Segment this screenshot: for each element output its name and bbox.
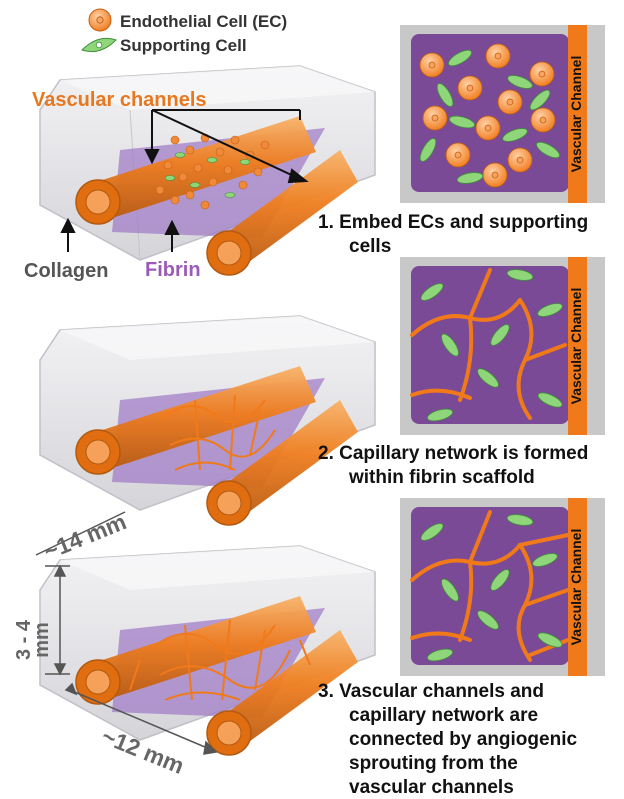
step-2-panel: Vascular Channel <box>400 257 605 435</box>
vascular-channel-tube-left <box>75 366 316 475</box>
supporting-legend-label: Supporting Cell <box>120 36 247 55</box>
step-2-line-1: 2. Capillary network is formed <box>318 443 588 464</box>
supporting-cells-panel-3 <box>420 514 563 662</box>
step-3-line-2: capillary network are <box>349 705 538 726</box>
supporting-cell-icon <box>81 37 117 53</box>
step-1-line-2: cells <box>349 236 391 257</box>
vascular-channel-tube-right <box>206 400 358 526</box>
endothelial-cells-panel-1 <box>419 43 556 188</box>
collagen-label: Collagen <box>24 260 108 282</box>
step-1-text: 1. Embed ECs and supporting cells <box>318 212 588 257</box>
vascular-channel-label-2: Vascular Channel <box>568 288 584 405</box>
step-2-text: 2. Capillary network is formed within fi… <box>318 443 588 488</box>
endothelial-cell-icon <box>88 8 112 32</box>
step-3-line-1: 3. Vascular channels and <box>318 681 544 702</box>
vascular-channel-label-1: Vascular Channel <box>568 56 584 173</box>
supporting-cells-panel-2 <box>420 269 563 422</box>
endothelial-legend-label: Endothelial Cell (EC) <box>120 12 287 31</box>
step-1-panel: Vascular Channel <box>400 25 605 203</box>
step-3-line-4: sprouting from the <box>349 753 518 774</box>
step-2-line-2: within fibrin scaffold <box>348 467 535 488</box>
height-dimension-label-2: mm <box>31 622 53 658</box>
step-3-line-5: vascular channels <box>349 777 514 798</box>
vascular-channel-tube-left <box>75 596 316 705</box>
capillary-network-3 <box>129 619 311 701</box>
hydrogel-block-2 <box>39 315 376 526</box>
fibrin-label: Fibrin <box>145 259 201 281</box>
vascular-channels-label: Vascular channels <box>32 89 207 111</box>
capillary-network-2 <box>159 394 276 471</box>
height-dimension-label-1: 3 - 4 <box>13 619 35 660</box>
vascular-channel-label-3: Vascular Channel <box>568 529 584 646</box>
collagen-arrow <box>60 217 76 252</box>
vascular-channel-tube-right <box>206 630 358 756</box>
vascular-channel-tube-left <box>75 116 316 225</box>
step-3-line-3: connected by angiogenic <box>349 729 577 750</box>
capillary-network-panel-2 <box>410 268 567 420</box>
dimension-lines <box>35 511 218 755</box>
vascular-channels-arrows <box>144 109 309 184</box>
step-3-panel: Vascular Channel <box>400 498 605 676</box>
hydrogel-block-3 <box>39 545 376 756</box>
supporting-cells-panel-1 <box>419 49 560 184</box>
embedded-cells-cluster-1 <box>155 133 270 210</box>
hydrogel-block-1 <box>39 65 376 276</box>
fibrin-arrow <box>164 219 180 252</box>
vascular-channel-tube-right <box>206 150 358 276</box>
step-1-line-1: 1. Embed ECs and supporting <box>318 212 588 233</box>
legend: Endothelial Cell (EC) Supporting Cell <box>81 8 287 55</box>
step-3-text: 3. Vascular channels and capillary netwo… <box>318 681 577 798</box>
